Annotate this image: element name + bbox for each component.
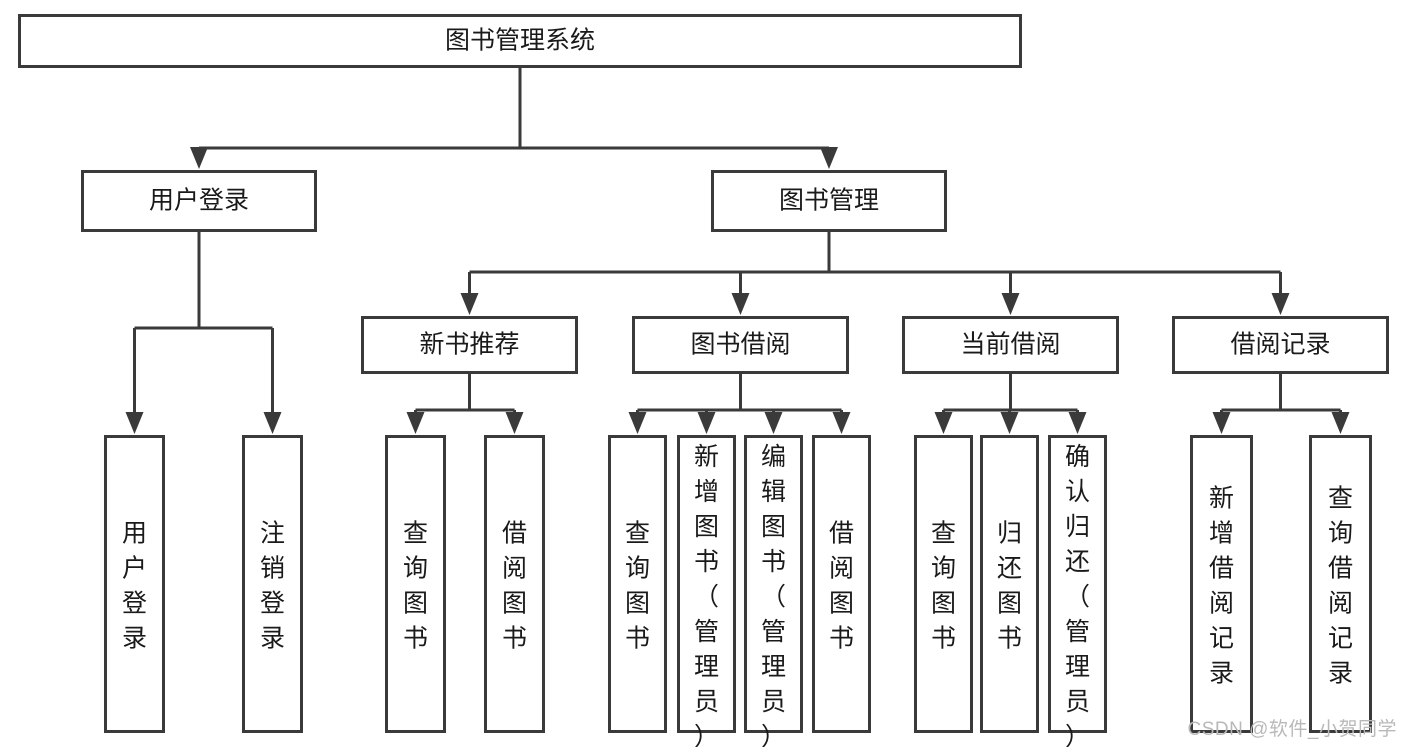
- node-box-book-manage: [711, 170, 947, 232]
- node-label-leaf-logout: 注销登录: [260, 519, 285, 652]
- node-box-leaf-query-book-1: [385, 435, 446, 733]
- node-user-login[interactable]: 用户登录: [81, 170, 317, 232]
- node-box-leaf-query-book-2: [608, 435, 667, 733]
- node-layer: 图书管理系统用户登录图书管理新书推荐图书借阅当前借阅借阅记录用户登录注销登录查询…: [18, 14, 1389, 747]
- node-label-leaf-add-record: 新增借阅记录: [1209, 484, 1234, 687]
- node-box-leaf-user-login: [104, 435, 165, 733]
- node-label-leaf-borrow-book-1: 借阅图书: [502, 519, 527, 652]
- node-leaf-borrow-book-2[interactable]: 借阅图书: [812, 435, 871, 733]
- node-book-borrow[interactable]: 图书借阅: [632, 316, 849, 374]
- node-box-leaf-logout: [242, 435, 303, 733]
- node-leaf-query-book-2[interactable]: 查询图书: [608, 435, 667, 733]
- connector-layer: [125, 68, 1350, 434]
- node-leaf-add-book[interactable]: 新增图书（管理员）: [677, 435, 736, 747]
- node-label-leaf-query-book-1: 查询图书: [403, 519, 428, 652]
- node-label-leaf-edit-book: 编辑图书（管理员）: [761, 443, 786, 747]
- node-current-borrow[interactable]: 当前借阅: [902, 316, 1119, 374]
- node-box-leaf-edit-book: [744, 435, 803, 733]
- node-box-user-login: [81, 170, 317, 232]
- node-leaf-borrow-book-1[interactable]: 借阅图书: [484, 435, 545, 733]
- node-leaf-query-record[interactable]: 查询借阅记录: [1309, 435, 1372, 733]
- node-root[interactable]: 图书管理系统: [18, 14, 1022, 68]
- node-box-root: [18, 14, 1022, 68]
- node-book-manage[interactable]: 图书管理: [711, 170, 947, 232]
- node-label-leaf-query-book-3: 查询图书: [931, 519, 956, 652]
- node-label-current-borrow: 当前借阅: [960, 331, 1060, 359]
- node-box-leaf-query-record: [1309, 435, 1372, 733]
- node-leaf-add-record[interactable]: 新增借阅记录: [1190, 435, 1253, 733]
- node-label-leaf-query-record: 查询借阅记录: [1328, 484, 1353, 687]
- node-leaf-user-login[interactable]: 用户登录: [104, 435, 165, 733]
- node-box-borrow-record: [1172, 316, 1389, 374]
- node-leaf-query-book-1[interactable]: 查询图书: [385, 435, 446, 733]
- node-box-leaf-return-book: [980, 435, 1039, 733]
- node-borrow-record[interactable]: 借阅记录: [1172, 316, 1389, 374]
- node-label-leaf-add-book: 新增图书（管理员）: [694, 443, 719, 747]
- node-new-book-rec[interactable]: 新书推荐: [361, 316, 578, 374]
- node-label-new-book-rec: 新书推荐: [419, 331, 519, 359]
- node-leaf-query-book-3[interactable]: 查询图书: [914, 435, 973, 733]
- node-box-book-borrow: [632, 316, 849, 374]
- node-box-leaf-borrow-book-1: [484, 435, 545, 733]
- node-box-new-book-rec: [361, 316, 578, 374]
- node-box-leaf-borrow-book-2: [812, 435, 871, 733]
- node-box-leaf-add-book: [677, 435, 736, 733]
- node-label-user-login: 用户登录: [149, 187, 249, 215]
- node-label-leaf-return-book: 归还图书: [997, 519, 1022, 652]
- node-label-leaf-confirm-return: 确认归还（管理员）: [1065, 443, 1090, 747]
- node-leaf-edit-book[interactable]: 编辑图书（管理员）: [744, 435, 803, 747]
- node-label-leaf-borrow-book-2: 借阅图书: [829, 519, 854, 652]
- node-label-leaf-user-login: 用户登录: [122, 519, 147, 652]
- node-box-leaf-add-record: [1190, 435, 1253, 733]
- node-label-root: 图书管理系统: [445, 27, 595, 55]
- node-leaf-return-book[interactable]: 归还图书: [980, 435, 1039, 733]
- node-box-leaf-query-book-3: [914, 435, 973, 733]
- node-box-leaf-confirm-return: [1048, 435, 1107, 733]
- node-label-book-borrow: 图书借阅: [690, 331, 790, 359]
- node-label-borrow-record: 借阅记录: [1230, 331, 1330, 359]
- node-label-book-manage: 图书管理: [779, 187, 879, 215]
- node-box-current-borrow: [902, 316, 1119, 374]
- node-label-leaf-query-book-2: 查询图书: [625, 519, 650, 652]
- node-leaf-logout[interactable]: 注销登录: [242, 435, 303, 733]
- node-leaf-confirm-return[interactable]: 确认归还（管理员）: [1048, 435, 1107, 747]
